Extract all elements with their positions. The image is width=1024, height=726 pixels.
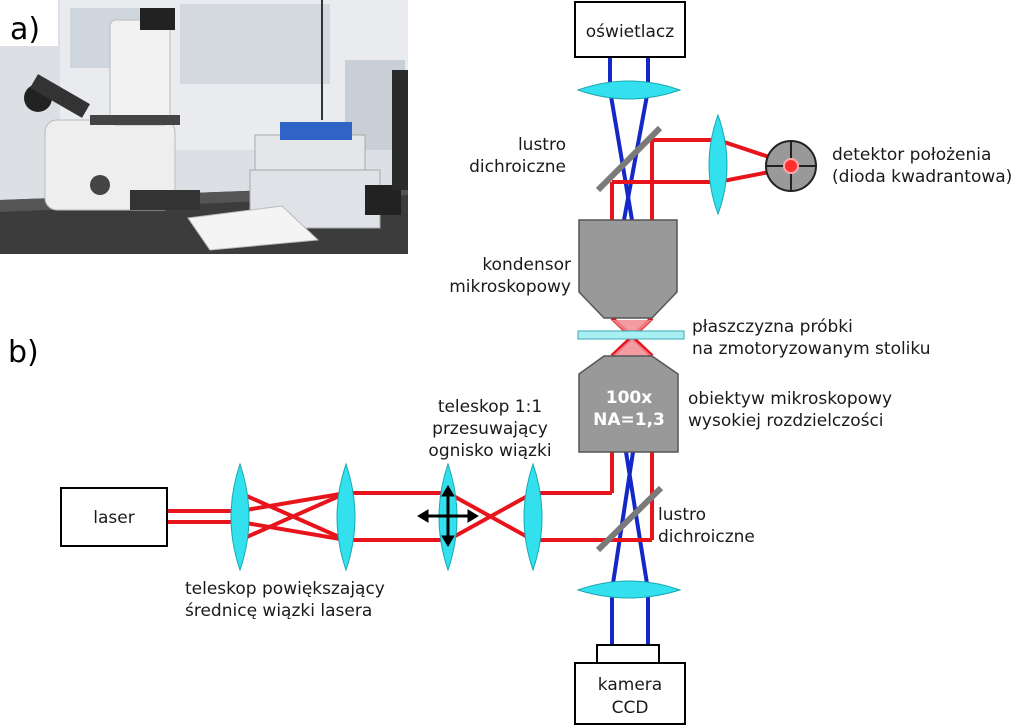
objective-magnification: 100x <box>606 388 652 408</box>
camera-label-line1: kamera <box>598 675 662 695</box>
camera-label-line2: CCD <box>612 698 649 718</box>
laser-beam <box>167 138 791 542</box>
telescope-shift-label-2: przesuwający <box>432 419 548 439</box>
detector-label-2: (dioda kwadrantowa) <box>832 167 1012 187</box>
dichroic-top-label-1: lustro <box>518 135 566 155</box>
telescope-shift-label-1: teleskop 1:1 <box>438 397 542 417</box>
condenser-label-2: mikroskopowy <box>449 277 571 297</box>
panel-a-label: a) <box>10 12 40 47</box>
laser-label: laser <box>93 508 134 528</box>
dichroic-bottom-label-1: lustro <box>658 505 706 525</box>
expander-lens-2 <box>336 462 356 572</box>
camera-box <box>574 662 686 725</box>
sample-plane <box>577 330 685 340</box>
dichroic-mirror-bottom <box>595 485 664 553</box>
expander-label-2: średnicę wiązki lasera <box>185 601 372 621</box>
detector-lens <box>708 113 728 216</box>
telescope-shift-label-3: ognisko wiązki <box>428 441 551 461</box>
dichroic-bottom-label-2: dichroiczne <box>658 527 755 547</box>
condenser <box>578 219 678 319</box>
objective-label-2: wysokiej rozdzielczości <box>688 411 884 431</box>
expander-lens-1 <box>230 462 250 572</box>
objective-label-1: obiektyw mikroskopowy <box>688 389 892 409</box>
sample-label-2: na zmotoryzowanym stoliku <box>692 339 931 359</box>
focus-cone-top <box>612 320 652 338</box>
objective-na: NA=1,3 <box>593 410 665 430</box>
laser-box <box>60 487 168 547</box>
objective <box>578 355 679 453</box>
camera-mount <box>596 644 660 664</box>
panel-b-label: b) <box>8 335 39 370</box>
sample-label-1: płaszczyzna próbki <box>692 317 853 337</box>
panel-a-label-bg <box>0 0 58 46</box>
annotation-labels: lustro dichroiczne detektor położenia (d… <box>185 135 1012 621</box>
telescope-lens-2 <box>523 462 543 572</box>
move-arrows-icon <box>417 485 479 547</box>
expander-label-1: teleskop powiększający <box>185 579 385 599</box>
illuminator-label: oświetlacz <box>586 22 674 42</box>
detector-label-1: detektor położenia <box>832 145 991 165</box>
camera-lens <box>576 580 682 599</box>
dichroic-top-label-2: dichroiczne <box>469 157 566 177</box>
microscope-photo <box>0 0 408 254</box>
illuminator-box <box>574 1 686 58</box>
illuminator-lens <box>576 80 682 100</box>
condenser-label-1: kondensor <box>482 255 571 275</box>
quadrant-detector-icon <box>765 140 817 192</box>
dichroic-mirror-top <box>595 125 663 193</box>
focus-cone-bottom <box>612 338 652 356</box>
